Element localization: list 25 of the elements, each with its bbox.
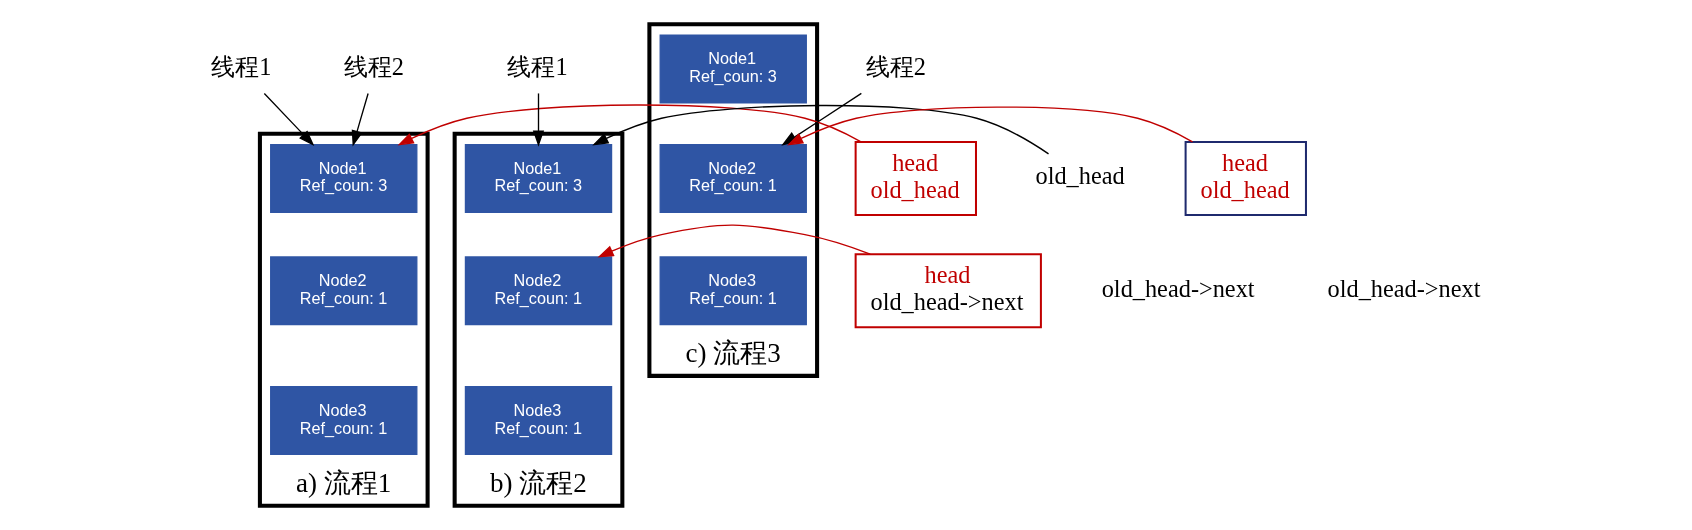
node-text: 线程2 — [343, 52, 404, 80]
node-box: head old_head — [854, 140, 977, 216]
node-box: Node1 Ref_coun: 3 — [659, 34, 807, 104]
node-text: 线程2 — [865, 52, 926, 80]
node-text: 线程1 — [506, 52, 568, 80]
node-box: Node3 Ref_coun: 1 — [659, 256, 807, 326]
label: old_head->next — [1327, 274, 1480, 302]
node-box: Node1 Ref_coun: 3 — [464, 143, 612, 213]
arrow — [596, 224, 871, 258]
label: old_head->next — [1101, 274, 1255, 302]
node-box: Node1 Ref_coun: 3 — [269, 143, 417, 213]
node-text: old_head — [1034, 162, 1125, 190]
node-box: Node3 Ref_coun: 1 — [269, 386, 417, 455]
node-box: head old_head->next — [854, 253, 1042, 329]
node-box: head old_head — [1184, 140, 1307, 216]
arrow — [532, 92, 544, 147]
node-box: Node2 Ref_coun: 1 — [464, 256, 612, 326]
node-text: 线程1 — [210, 52, 271, 80]
arrow — [263, 92, 314, 147]
node-box: Node2 Ref_coun: 1 — [269, 256, 417, 326]
arrow — [591, 104, 1049, 155]
arrow — [351, 92, 369, 147]
arrow — [786, 106, 1193, 146]
node-box: Node3 Ref_coun: 1 — [464, 386, 612, 455]
node-box: Node2 Ref_coun: 1 — [659, 143, 807, 213]
